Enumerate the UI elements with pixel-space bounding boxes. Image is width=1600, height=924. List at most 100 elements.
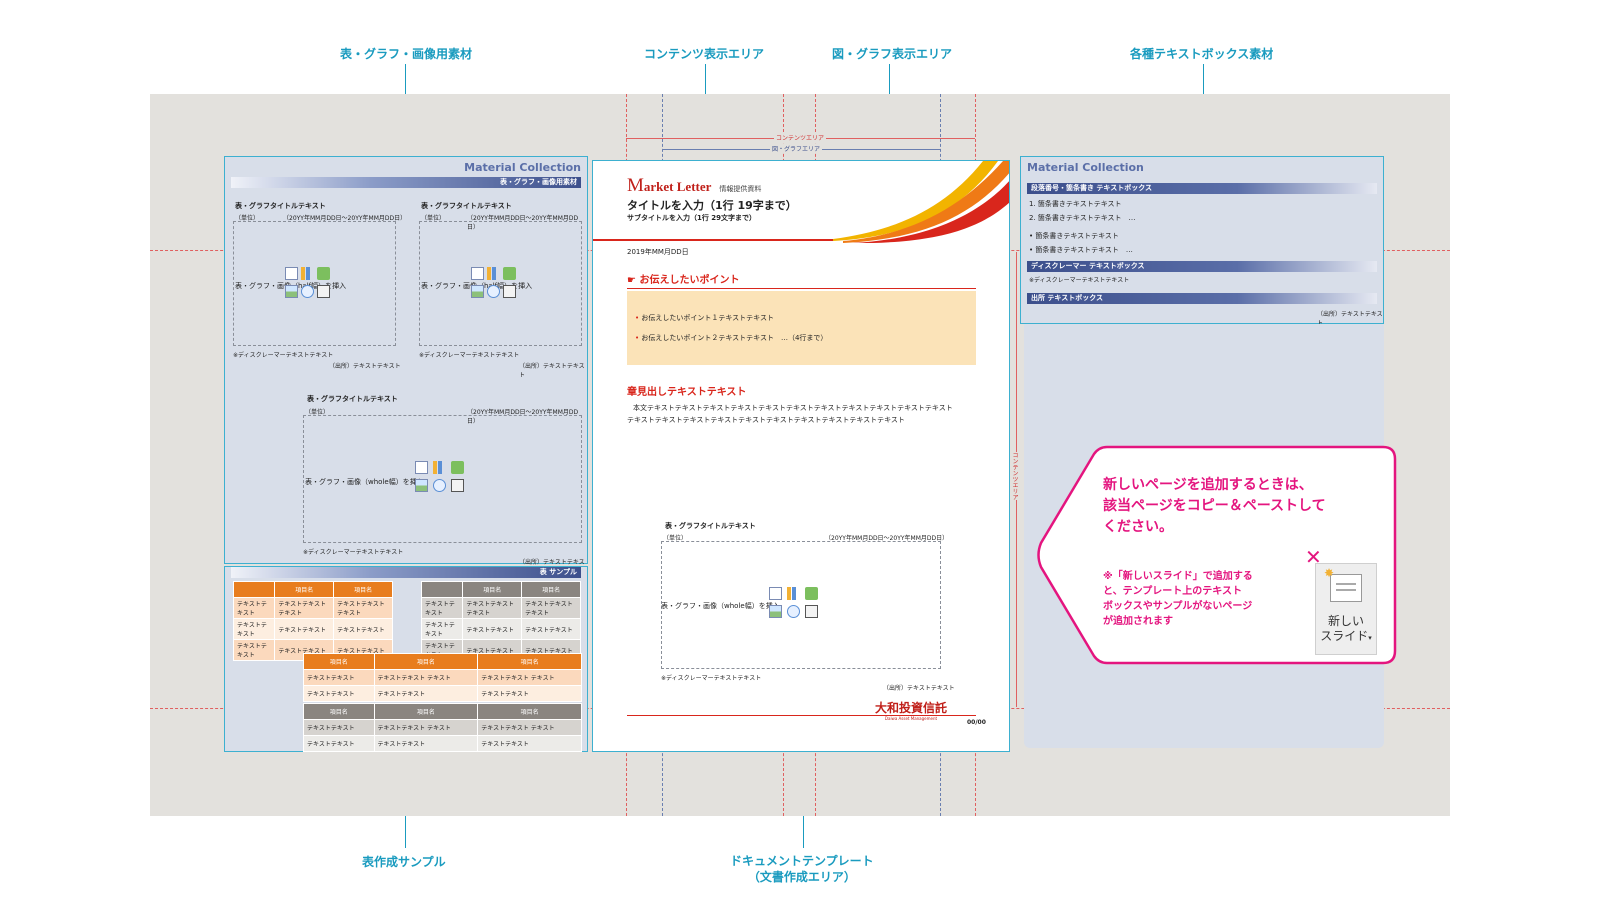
numbered-item[interactable]: 2. 箇条書きテキストテキスト … [1029,214,1136,222]
page-number: 00/00 [967,719,986,726]
callout-textbox-materials: 各種テキストボックス素材 [1130,47,1274,61]
table-cell: テキストテキスト [420,618,464,640]
sample-table-gray-wide[interactable]: 項目名項目名項目名 テキストテキストテキストテキスト テキストテキストテキスト … [303,703,582,752]
table-cell: テキストテキスト [232,618,276,640]
disclaimer-text[interactable]: ※ディスクレーマーテキストテキスト [1029,277,1130,284]
picture-icon [285,285,298,298]
table-cell: テキストテキスト [303,685,375,702]
online-picture-icon [487,285,500,298]
ribbon-yellow [833,161,998,241]
table-cell: テキストテキスト テキスト [521,597,581,619]
bullet-item[interactable]: • 箇条書きテキストテキスト [1029,232,1119,240]
insert-label: 表・グラフ・画像（whole幅）を挿入 [305,478,424,486]
market-letter-logo: Market Letter 情報提供資料 [627,175,761,197]
table-header: 項目名 [373,703,479,720]
table-cell: テキストテキスト [232,597,276,619]
new-slide-button[interactable]: ✸ 新しい スライド▾ [1315,563,1377,655]
body-text[interactable]: 本文テキストテキストテキストテキストテキストテキストテキストテキストテキストテキ… [633,404,953,412]
source-text: （出所）テキストテキスト [519,363,585,379]
callout-border [1037,445,1397,665]
sample-table-gray-small[interactable]: 項目名項目名 テキストテキストテキストテキスト テキストテキストテキスト テキス… [420,581,581,661]
point-heading: ☛ お伝えしたいポイント [627,271,739,286]
chart-placeholder[interactable] [233,221,396,346]
callout-material-collection: 表・グラフ・画像用素材 [340,47,473,61]
instruction-callout: 新しいページを追加するときは、 該当ページをコピー＆ペーストして ください。 ※… [1037,445,1397,665]
bullet-icon: • [635,334,640,342]
instruction-sub-line: ※「新しいスライド」で追加する [1103,571,1253,582]
table-sample-panel: 表 サンプル 項目名項目名 テキストテキストテキストテキスト テキストテキストテ… [224,566,588,752]
insert-label: 表・グラフ・画像（whole幅）を挿入 [661,602,780,610]
numbered-item[interactable]: 1. 箇条書きテキストテキスト [1029,200,1122,208]
table-cell: テキストテキスト [232,639,276,661]
table-cell: テキストテキスト テキスト [333,597,393,619]
online-picture-icon [787,605,800,618]
chart-date: （20YY年MM月DD日～20YY年MM月DD日） [825,535,949,542]
table-cell: テキストテキスト テキスト [274,597,335,619]
source-text[interactable]: （出所）テキストテキスト [1317,311,1383,327]
table-cell: テキストテキスト [373,685,479,702]
disclaimer-textbox-bar: ディスクレーマー テキストボックス [1027,261,1377,272]
chart-title: 表・グラフタイトルテキスト [421,202,512,210]
guide-label: コンテンツエリア [1010,452,1019,500]
content-area-guide: コンテンツエリア [626,133,975,143]
table-header-empty [232,581,276,598]
document-template[interactable]: Market Letter 情報提供資料 タイトルを入力（1行 19字まで） サ… [592,160,1010,752]
textbox-material-panel: Material Collection 段落番号・箇条書き テキストボックス 1… [1020,156,1384,327]
table-icon [471,267,484,280]
instruction-main-line: ください。 [1103,519,1173,535]
disclaimer-text: ※ディスクレーマーテキストテキスト [661,675,762,682]
chart-placeholder[interactable] [303,415,582,543]
table-cell: テキストテキスト [521,618,581,640]
sample-table-orange-small[interactable]: 項目名項目名 テキストテキストテキストテキスト テキストテキストテキスト テキス… [232,581,393,661]
table-cell: テキストテキスト [420,597,464,619]
logo-subtitle: 情報提供資料 [719,185,762,193]
table-header: 項目名 [477,653,582,670]
table-cell: テキストテキスト [333,618,393,640]
doc-subtitle[interactable]: サブタイトルを入力（1行 29文字まで） [627,214,757,222]
table-cell: テキストテキスト テキスト [477,719,582,736]
smartart-icon [451,461,464,474]
sparkle-icon: ✸ [1324,566,1335,580]
new-slide-label-line1: 新しい [1327,614,1364,628]
table-cell: テキストテキスト [373,735,479,752]
close-x-icon: ✕ [1305,545,1322,569]
sample-table-orange-wide[interactable]: 項目名項目名項目名 テキストテキストテキストテキスト テキストテキストテキスト … [303,653,582,702]
chart-title: 表・グラフタイトルテキスト [235,202,326,210]
point-heading-rule [627,288,976,289]
table-cell: テキストテキスト [477,735,582,752]
table-cell: テキストテキスト テキスト [373,719,479,736]
table-header: 項目名 [373,653,479,670]
panel-section-bar: 表 サンプル [231,567,581,578]
figure-area-guide: 図・グラフエリア [662,144,940,154]
source-textbox-bar: 出所 テキストボックス [1027,293,1377,304]
bullet-item[interactable]: • 箇条書きテキストテキスト … [1029,246,1133,254]
panel-section-bar: 表・グラフ・画像用素材 [231,177,581,188]
point-item-text: お伝えしたいポイント１テキストテキスト [641,314,774,322]
chart-placeholder[interactable] [661,541,941,669]
table-header-empty [420,581,464,598]
section-heading[interactable]: 章見出しテキストテキスト [627,387,747,398]
bar-chart-icon [487,267,500,280]
instruction-sub-line: と、テンプレート上のテキスト [1103,586,1242,597]
company-name: 大和投資信託 [875,701,948,715]
source-text: （出所）テキストテキスト [329,363,401,370]
table-icon [285,267,298,280]
body-text[interactable]: テキストテキストテキストテキストテキストテキストテキストテキストテキストテキスト [627,416,905,424]
instruction-sub-line: が追加されます [1103,616,1173,627]
table-cell: テキストテキスト [303,719,375,736]
table-header: 項目名 [521,581,581,598]
doc-title[interactable]: タイトルを入力（1行 19字まで） [627,199,797,212]
video-icon [451,479,464,492]
table-header: 項目名 [462,581,523,598]
table-header: 項目名 [274,581,335,598]
disclaimer-text: ※ディスクレーマーテキストテキスト [419,352,520,359]
smartart-icon [317,267,330,280]
points-box[interactable]: • お伝えしたいポイント１テキストテキスト • お伝えしたいポイント２テキストテ… [627,291,976,365]
video-icon [317,285,330,298]
chart-placeholder[interactable] [419,221,582,346]
slide-line [1336,583,1356,585]
chart-title: 表・グラフタイトルテキスト [307,395,398,403]
table-header: 項目名 [477,703,582,720]
doc-date[interactable]: 2019年MM月DD日 [627,248,689,256]
chart-title[interactable]: 表・グラフタイトルテキスト [665,522,756,530]
